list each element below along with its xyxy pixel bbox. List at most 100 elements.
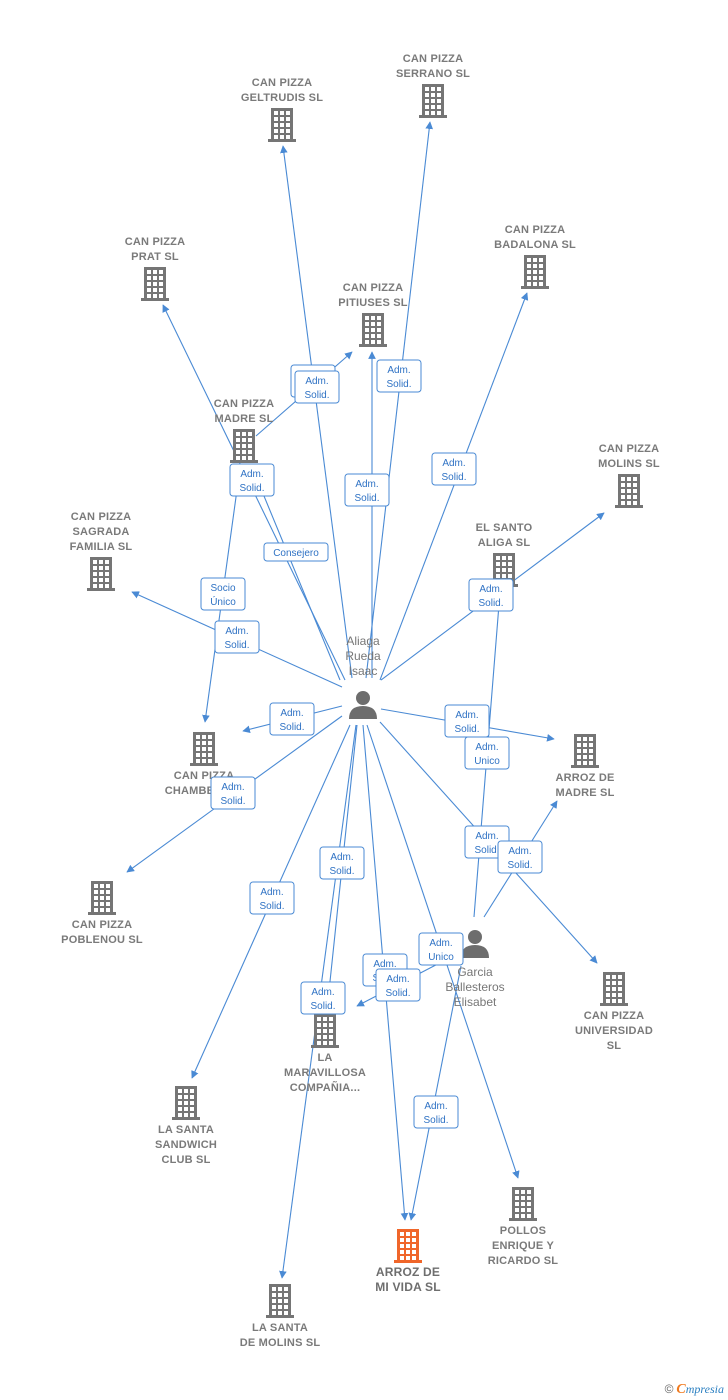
edge-label-box: [431, 452, 477, 486]
edge-label-aliaga-to-prat[interactable]: Consejero: [263, 542, 329, 562]
edge-label-garcia-to-maravillosa[interactable]: Adm. Unico: [418, 932, 464, 966]
edge-label-aliaga-to-sandwich[interactable]: Adm.Solid.: [249, 881, 295, 915]
edge-label-aliaga-to-maravillosa[interactable]: Adm.Solid.: [319, 846, 365, 880]
edge-label-text: Socio: [210, 583, 235, 594]
edge-label-garcia-to-santo[interactable]: Adm.Unico: [464, 736, 510, 770]
node-label-line: SANDWICH: [155, 1139, 217, 1151]
building-icon: [509, 1187, 537, 1221]
edge-label-aliaga-to-arrozmadre[interactable]: Adm.Solid.: [444, 704, 490, 738]
edge-label-aliaga-to-chamberi[interactable]: Adm.Solid.: [269, 702, 315, 736]
node-label-line: RICARDO SL: [488, 1255, 559, 1267]
edge-aliaga-to-geltrudis[interactable]: [280, 145, 353, 679]
edge-label-text: Adm.: [479, 584, 502, 595]
company-serrano[interactable]: CAN PIZZA SERRANO SL: [396, 53, 470, 118]
edge-garcia-to-arrozvida[interactable]: [408, 965, 462, 1221]
edge-label-extra[interactable]: Adm.Solid.: [294, 370, 340, 404]
edge-label-aliaga-to-serrano[interactable]: Adm. Solid.: [376, 359, 422, 393]
building-icon: [172, 1086, 200, 1120]
node-label-line: Aliaga: [346, 634, 380, 648]
edge-label-box: [263, 542, 329, 562]
edge-label-aliaga-to-santamolins[interactable]: Adm.Solid.: [300, 981, 346, 1015]
edge-label-box: [294, 370, 340, 404]
edge-label-aliaga-to-poblenou[interactable]: Adm.Solid.: [210, 776, 256, 810]
node-label-line: CAN PIZZA: [214, 398, 274, 410]
node-label-line: CAN PIZZA: [403, 53, 463, 65]
node-label-line: POBLENOU SL: [61, 934, 143, 946]
edge-label-text: Adm.: [330, 852, 353, 863]
building-icon: [268, 108, 296, 142]
node-label-line: PRAT SL: [131, 251, 179, 263]
edge-label-aliaga-to-sagrada[interactable]: Adm.Solid.: [214, 620, 260, 654]
node-label-line: COMPAÑIA...: [290, 1081, 360, 1094]
edge-label-garcia-to-arrozmadre[interactable]: Adm. Solid.: [497, 840, 543, 874]
company-maravillosa[interactable]: LAMARAVILLOSACOMPAÑIA...: [284, 1014, 366, 1094]
edge-label-box: [497, 840, 543, 874]
edge-label-text: Adm.: [387, 365, 410, 376]
node-label-line: Isaac: [349, 664, 378, 678]
edge-label-text: Adm.: [475, 742, 498, 753]
edge-label-text: Adm.: [355, 479, 378, 490]
edge-label-aliaga-to-badalona[interactable]: Adm.Solid.: [431, 452, 477, 486]
node-label-line: MI VIDA SL: [375, 1280, 441, 1294]
brand-footer[interactable]: ©Cmpresia: [665, 1382, 724, 1398]
edge-label-text: Único: [210, 595, 236, 608]
edge-label-text: Solid.: [441, 472, 466, 483]
node-label-line: GELTRUDIS SL: [241, 92, 323, 104]
edge-label-text: Consejero: [273, 548, 319, 559]
node-label-line: LA SANTA: [252, 1322, 308, 1334]
edge-aliaga-to-serrano[interactable]: [365, 121, 434, 679]
node-label-line: SL: [607, 1040, 622, 1052]
edge-label-text: Solid.: [220, 796, 245, 807]
building-icon: [419, 84, 447, 118]
edge-label-aliaga-to-pitiuses[interactable]: Adm. Solid.: [344, 473, 390, 507]
edge-label-text: Solid.: [386, 379, 411, 390]
edge-label-aliaga-to-madre[interactable]: Adm. Solid.: [229, 463, 275, 497]
edge-label-text: Adm.: [240, 469, 263, 480]
edge-label-text: Adm.: [455, 710, 478, 721]
edge-label-text: Unico: [428, 952, 454, 963]
edge-label-garcia-to-arrozvida[interactable]: Adm.Solid.: [413, 1095, 459, 1129]
building-icon: [266, 1284, 294, 1318]
node-label-line: CAN PIZZA: [125, 236, 185, 248]
node-label-line: ARROZ DE: [376, 1265, 440, 1279]
edge-label-box: [464, 736, 510, 770]
edge-label-text: Adm.: [429, 938, 452, 949]
node-label-line: FAMILIA SL: [70, 541, 133, 553]
edge-label-extra[interactable]: Adm.Solid.: [375, 968, 421, 1002]
person-icon: [349, 691, 377, 719]
edge-label-text: Adm.: [311, 987, 334, 998]
edge-label-box: [413, 1095, 459, 1129]
node-label-line: Garcia: [457, 965, 493, 979]
edge-label-text: Adm.: [386, 974, 409, 985]
edge-aliaga-to-madre[interactable]: [251, 466, 341, 681]
edge-label-text: Solid.: [354, 493, 379, 504]
copyright-symbol: ©: [664, 1382, 674, 1396]
edge-label-text: Solid.: [507, 860, 532, 871]
node-label-line: MADRE SL: [555, 787, 614, 799]
edge-aliaga-to-badalona[interactable]: [379, 292, 529, 681]
edge-label-text: Adm.: [508, 846, 531, 857]
edge-label-aliaga-to-molins[interactable]: Adm.Solid.: [468, 578, 514, 612]
node-label-line: Rueda: [345, 649, 381, 663]
node-label-line: SERRANO SL: [396, 68, 470, 80]
edge-label-text: Solid.: [239, 483, 264, 494]
company-prat[interactable]: CAN PIZZA PRAT SL: [125, 236, 185, 301]
